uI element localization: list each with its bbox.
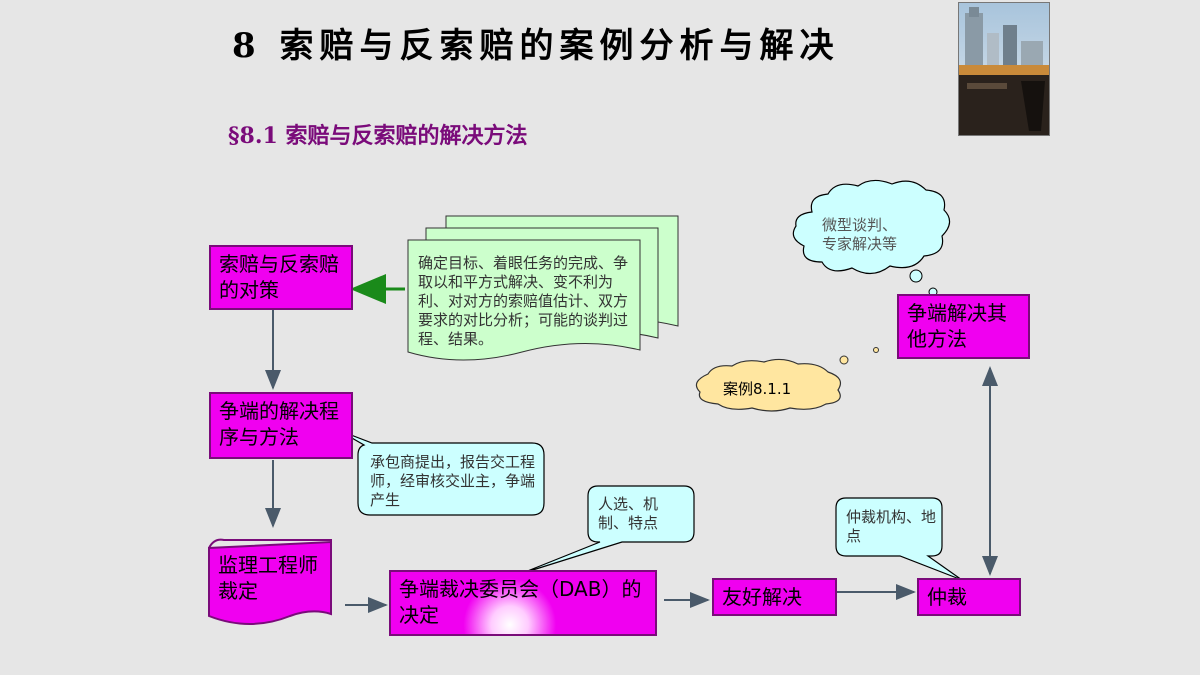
callout-dab-text: 人选、机制、特点 (598, 495, 659, 532)
box-engineer: 监理工程师裁定 (218, 553, 318, 603)
cloud-micro-text: 微型谈判、专家解决等 (822, 216, 898, 253)
cloud-case-shape (695, 347, 879, 412)
callout-procedure-shape (337, 429, 545, 516)
callout-dab-shape (519, 485, 695, 575)
callout-arbitration-text: 仲裁机构、地点 (846, 508, 937, 545)
cloud-micro-shape (792, 179, 951, 297)
callout-arbitration-shape (835, 497, 963, 581)
page-title: 8 索赔与反索赔的案例分析与解决 (232, 26, 840, 66)
box-other-methods: 争端解决其他方法 (897, 294, 1030, 359)
callout-procedure-text: 承包商提出，报告交工程师，经审核交业主，争端产生 (370, 453, 536, 509)
box-arbitration: 仲裁 (917, 578, 1021, 616)
box-dab: 争端裁决委员会（DAB）的决定 (389, 570, 657, 636)
document-stack (407, 215, 679, 361)
city-skyline-photo (958, 2, 1050, 136)
box-amicable: 友好解决 (712, 578, 837, 616)
box-procedure: 争端的解决程序与方法 (209, 392, 353, 459)
document-note-text: 确定目标、着眼任务的完成、争取以和平方式解决、变不利为利、对对方的索赔值估计、双… (418, 254, 629, 348)
section-subtitle: §8.1 索赔与反索赔的解决方法 (228, 123, 528, 149)
box-countermeasure: 索赔与反索赔的对策 (209, 245, 353, 310)
cloud-case-text: 案例8.1.1 (723, 380, 792, 398)
